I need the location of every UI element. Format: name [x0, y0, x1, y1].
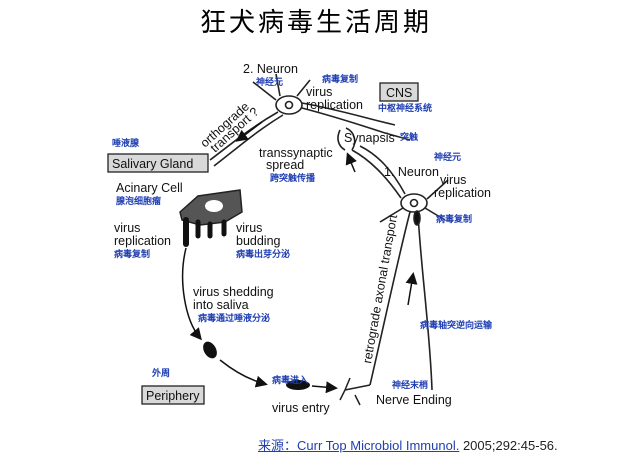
label-virus-rep-right-2: replication	[434, 186, 491, 200]
label-synapsis-zh: 突触	[400, 131, 418, 143]
label-shedding-zh: 病毒通过唾液分泌	[198, 312, 270, 324]
label-nerve-ending-zh: 神经末梢	[392, 379, 428, 391]
label-virus-rep-right-zh: 病毒复制	[436, 213, 472, 225]
label-periphery-zh: 外周	[151, 367, 170, 379]
neuron-1-shape	[351, 145, 449, 391]
label-virus-entry-zh: 病毒进入	[272, 374, 308, 386]
retrograde-arrow	[405, 272, 418, 306]
label-cns-zh: 中枢神经系统	[378, 102, 432, 114]
label-transsynaptic-1: transsynaptic	[259, 146, 333, 160]
label-virus-rep-top-zh: 病毒复制	[322, 73, 358, 85]
entry-arrow-2	[311, 381, 338, 394]
label-synapsis: Synapsis	[344, 131, 395, 145]
nerve-ending-shape	[339, 377, 371, 406]
transsynaptic-arrow	[345, 152, 357, 173]
synapse-shape	[337, 127, 356, 151]
label-budding-2: budding	[236, 234, 281, 248]
virion-shed	[203, 341, 217, 359]
label-neuron-2-zh: 神经元	[256, 76, 283, 88]
label-transsynaptic-zh: 跨突触传播	[270, 172, 316, 184]
label-shedding-2: into saliva	[193, 298, 249, 312]
label-virus-rep-left-1: virus	[114, 221, 140, 235]
label-virus-rep-left-2: replication	[114, 234, 171, 248]
label-salivary-gland-zh: 唾液腺	[112, 137, 140, 149]
label-transsynaptic-2: spread	[266, 158, 304, 172]
page-title: 狂犬病毒生活周期	[199, 8, 432, 38]
label-virus-rep-right-1: virus	[440, 173, 466, 187]
orthograde-arrow	[235, 121, 263, 142]
label-neuron-1: 1. Neuron	[384, 165, 439, 179]
label-shedding-1: virus shedding	[193, 285, 274, 299]
virion-entry	[286, 380, 310, 390]
salivary-gland-box	[107, 153, 209, 173]
label-neuron-1-zh: 神经元	[434, 151, 461, 163]
label-periphery: Periphery	[146, 389, 200, 403]
label-acinary-cell: Acinary Cell	[116, 181, 183, 195]
cns-box	[379, 82, 419, 102]
source-citation: 来源：Curr Top Microbiol Immunol. 2005;292:…	[258, 435, 558, 454]
label-virus-rep-left-zh: 病毒复制	[114, 248, 150, 260]
label-retrograde-zh: 病毒轴突逆向运输	[420, 319, 493, 331]
label-budding-zh: 病毒出芽分泌	[236, 248, 290, 260]
label-nerve-ending: Nerve Ending	[376, 393, 452, 407]
label-virus-entry: virus entry	[272, 401, 330, 415]
neuron-2-shape	[209, 73, 411, 167]
shedding-arrow	[181, 247, 202, 341]
label-salivary-gland: Salivary Gland	[112, 157, 193, 171]
source-citation-text: 2005;292:45-56.	[459, 438, 558, 453]
label-neuron-2: 2. Neuron	[243, 62, 298, 76]
label-acinary-cell-zh: 腺泡细胞瘤	[115, 195, 161, 207]
label-virus-rep-top-2: replication	[306, 98, 363, 112]
entry-arrow	[219, 359, 268, 388]
periphery-box	[141, 385, 205, 405]
acinary-cell-shape	[179, 189, 243, 247]
source-link[interactable]: Curr Top Microbiol Immunol.	[297, 438, 460, 453]
label-cns: CNS	[386, 86, 412, 100]
label-virus-rep-top-1: virus	[306, 85, 332, 99]
source-prefix: 来源：	[258, 438, 298, 453]
label-budding-1: virus	[236, 221, 262, 235]
